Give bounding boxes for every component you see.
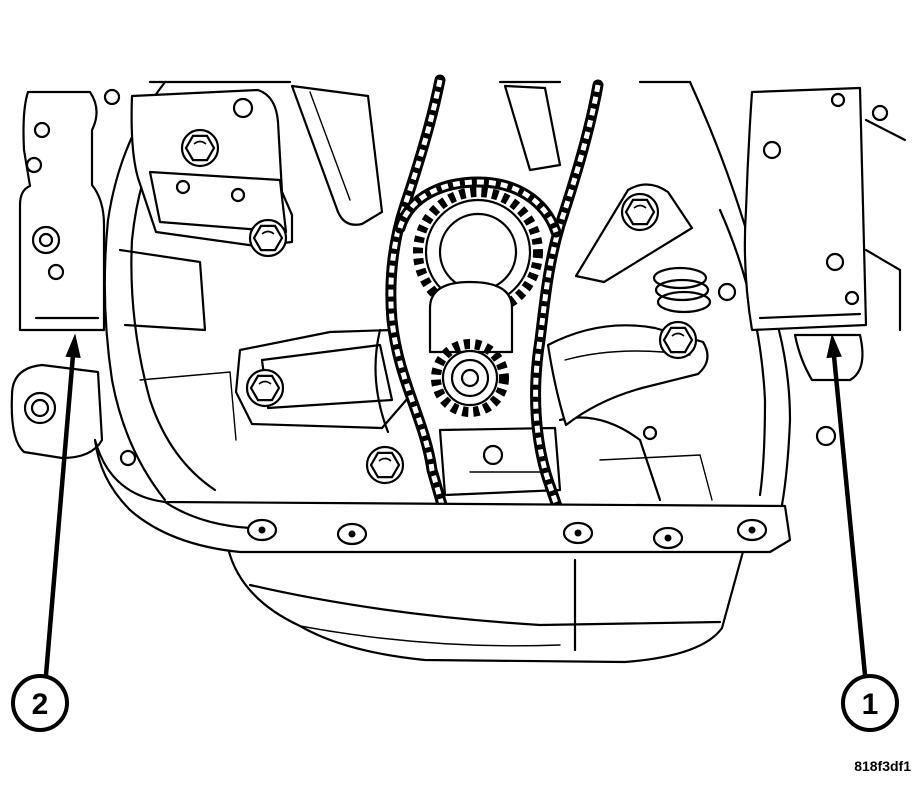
callout-2-label: 2 bbox=[32, 688, 49, 721]
flange-hole bbox=[47, 263, 65, 281]
pan-bolt-center bbox=[348, 530, 356, 538]
flange-hole bbox=[844, 290, 860, 306]
timing-chain-right-links bbox=[533, 84, 601, 516]
right-slanted-plate bbox=[574, 183, 694, 284]
block-right-side-line bbox=[864, 248, 902, 332]
callout-arrow-2 bbox=[43, 333, 81, 678]
arrow-2-shaft bbox=[43, 352, 76, 678]
callout-1-ring bbox=[841, 674, 899, 732]
tensioner-spring-coil bbox=[652, 266, 708, 290]
oil-pump bbox=[438, 426, 562, 497]
crank-nose-housing bbox=[428, 280, 514, 354]
oil-pan-sump-line bbox=[299, 625, 561, 647]
chain-guide bbox=[374, 328, 390, 434]
crank-sprocket-ring bbox=[450, 358, 490, 398]
flange-hole bbox=[825, 252, 845, 272]
block-hole bbox=[119, 449, 137, 467]
cam-cover-rib bbox=[309, 91, 351, 201]
timing-chain-left-links bbox=[388, 79, 448, 516]
pump-housing-body bbox=[234, 328, 410, 430]
left-pan-ear-body bbox=[10, 363, 104, 460]
cam-cover-parts bbox=[290, 84, 562, 226]
bracket-hole bbox=[230, 187, 246, 203]
callout-1-label: 1 bbox=[862, 688, 879, 721]
pan-rail-parting-line bbox=[163, 500, 252, 530]
hex-bolt bbox=[180, 128, 220, 168]
crank-sprocket bbox=[431, 339, 509, 417]
flange-hole bbox=[33, 121, 51, 139]
oil-pan bbox=[226, 546, 746, 664]
oil-pump-hole bbox=[482, 444, 504, 466]
callout-arrow-1 bbox=[826, 333, 868, 678]
right-flange bbox=[717, 86, 889, 447]
hex-bolt bbox=[658, 320, 698, 360]
callout-2: 2 bbox=[11, 674, 69, 732]
oil-pan-body bbox=[226, 546, 746, 664]
pan-bolt-center bbox=[574, 529, 582, 537]
left-flange bbox=[18, 88, 121, 332]
pan-bolt-center bbox=[258, 526, 266, 534]
timing-chain bbox=[385, 74, 604, 521]
timing-cover-right-inner bbox=[718, 208, 767, 497]
pan-bolt bbox=[246, 518, 278, 542]
figure-id-code: 818f3df1 bbox=[854, 758, 911, 774]
flange-hole bbox=[25, 156, 43, 174]
arrow-2-head bbox=[65, 333, 81, 359]
arrow-1-shaft bbox=[831, 353, 868, 678]
pan-bolt-center bbox=[664, 534, 672, 542]
crank-sprocket-teeth bbox=[431, 339, 509, 417]
flange-hole bbox=[762, 140, 782, 160]
pan-bolt bbox=[652, 526, 684, 550]
bracket-hole bbox=[175, 179, 191, 195]
cam-sprocket bbox=[413, 187, 543, 317]
hex-bolt bbox=[248, 218, 288, 258]
right-flange-edge bbox=[758, 312, 862, 320]
callout-1: 1 bbox=[841, 674, 899, 732]
mount-bracket bbox=[130, 88, 294, 248]
ear-hole-inner bbox=[30, 398, 50, 418]
crank-sprocket-center bbox=[460, 368, 480, 388]
tensioner-spring-coil bbox=[656, 290, 712, 314]
pan-bolt-center bbox=[748, 526, 756, 534]
hex-bolt bbox=[620, 192, 660, 232]
cam-sprocket-teeth bbox=[413, 187, 543, 317]
bracket-hole bbox=[232, 97, 254, 119]
block-left-rib bbox=[139, 371, 237, 441]
flange-bolt-hole-inner bbox=[38, 232, 54, 248]
block-right-side-line bbox=[864, 118, 907, 142]
timing-chain-sprocket-wrap-links bbox=[397, 179, 559, 233]
tensioner-spring-coil bbox=[654, 278, 710, 302]
block-hole bbox=[717, 282, 737, 302]
arrow-1-head bbox=[826, 333, 842, 359]
pan-bolt bbox=[336, 522, 368, 546]
oil-pan-contour bbox=[248, 583, 722, 627]
cam-cover-left-piece bbox=[290, 84, 384, 226]
pan-bolt bbox=[736, 518, 768, 542]
hex-bolt bbox=[365, 445, 405, 485]
block-hole bbox=[871, 104, 889, 122]
block-hole bbox=[815, 425, 837, 447]
pan-rail bbox=[93, 438, 792, 554]
block-hole bbox=[642, 425, 658, 441]
block-hole bbox=[103, 88, 121, 106]
left-pan-ear bbox=[10, 363, 104, 460]
left-flange-plate bbox=[18, 90, 106, 332]
block-left-pocket bbox=[118, 248, 207, 332]
callout-2-ring bbox=[11, 674, 69, 732]
cam-cover-right-piece bbox=[503, 84, 562, 172]
pan-bolt bbox=[562, 521, 594, 545]
block-right-rib bbox=[599, 454, 713, 501]
flange-hole bbox=[830, 92, 846, 108]
hex-bolt bbox=[245, 368, 285, 408]
